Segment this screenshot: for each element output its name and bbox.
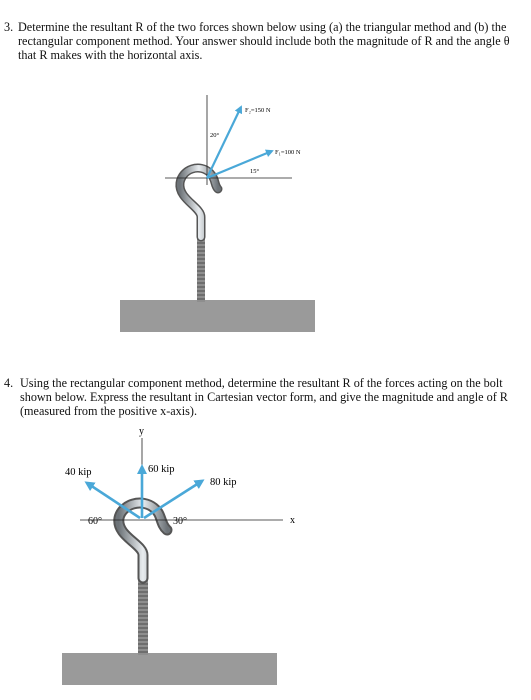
angle-20-label: 20° [210,132,220,139]
problem-3-figure: F₂=150 N F₁=100 N 20° 15° [120,95,315,332]
problem-4-text: Using the rectangular component method, … [20,376,508,418]
y-axis-label: y [139,426,144,437]
ground-block [62,653,277,685]
bolt-threads [138,575,148,655]
angle-60-label: 60° [88,516,102,527]
angle-30-label: 30° [173,516,187,527]
force-80kip-arrow [143,479,205,520]
force-1-label: F₁=100 N [275,149,301,156]
angle-15-label: 15° [250,168,260,175]
force-40kip-label: 40 kip [65,467,92,478]
bolt-threads [197,235,205,302]
force-80kip-label: 80 kip [210,477,237,488]
ground-block [120,300,315,332]
force-1-arrow [206,149,274,180]
problem-4-number: 4. [4,376,14,390]
problem-3-number: 3. [4,20,14,34]
force-60kip-label: 60 kip [148,464,175,475]
x-axis-label: x [290,515,295,526]
force-2-arrow [206,105,243,179]
problem-4-figure: y x 40 kip 60 kip 80 kip 60° 30° [62,426,295,685]
force-2-label: F₂=150 N [245,107,271,114]
problem-3-text: Determine the resultant R of the two for… [18,20,510,62]
force-40kip-arrow [84,481,141,520]
